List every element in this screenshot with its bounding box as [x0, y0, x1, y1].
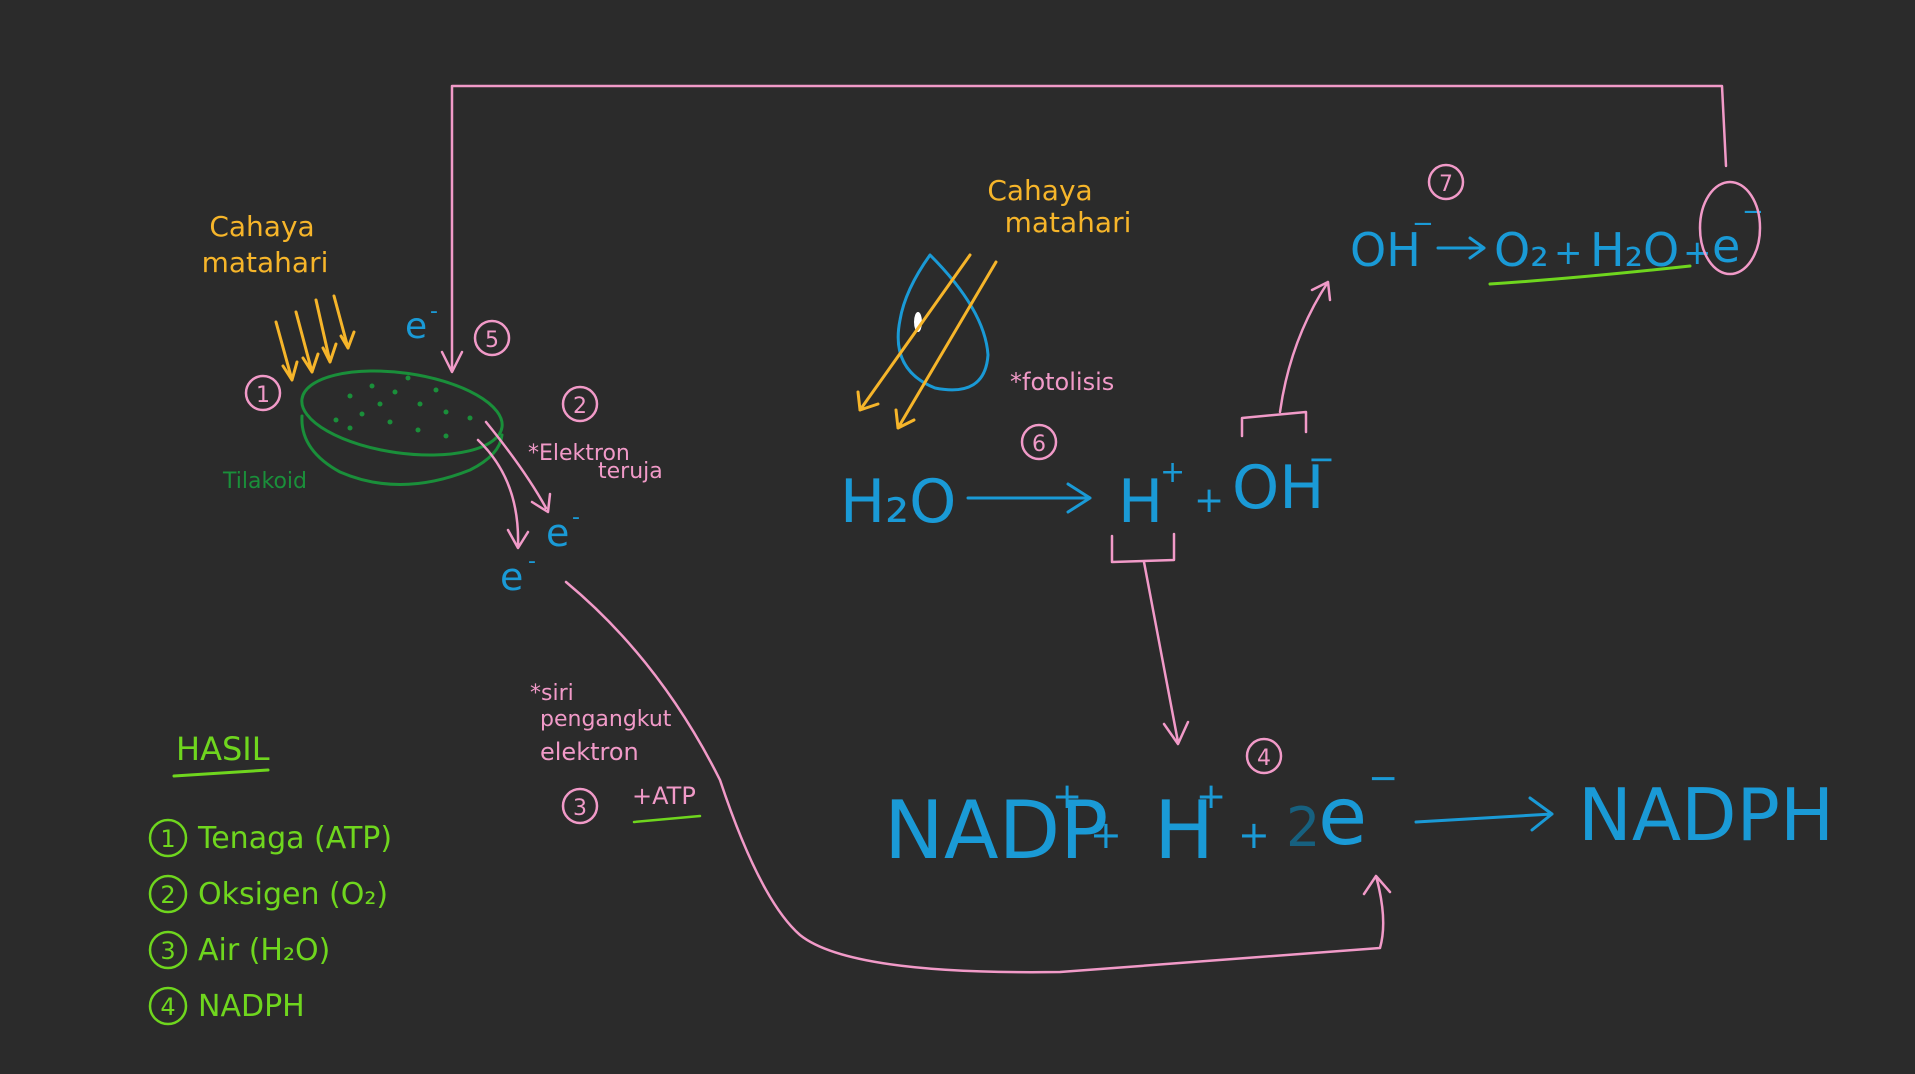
photolysis-equation: H₂O H + + OH −: [840, 440, 1335, 537]
svg-text:+: +: [1090, 813, 1122, 857]
svg-text:OH: OH: [1350, 223, 1421, 277]
svg-text:pengangkut: pengangkut: [540, 707, 672, 732]
svg-text:1: 1: [256, 383, 270, 408]
sunlight-right-line2: matahari: [1005, 206, 1132, 239]
result-number: 3: [160, 937, 175, 965]
sunlight-left-line1: Cahaya: [209, 210, 314, 243]
results-list: 1 Tenaga (ATP) 2 Oksigen (O₂) 3 Air (H₂O) 4 NAD…: [148, 818, 392, 1026]
photolysis-h: H: [1118, 467, 1163, 537]
result-number: 2: [160, 881, 175, 909]
step-1-marker: 1: [244, 374, 282, 412]
sunlight-left-line2: matahari: [202, 246, 329, 279]
step-5-marker: 5: [473, 319, 511, 357]
thylakoid-label: Tilakoid: [222, 469, 307, 494]
photolysis-note: *fotolisis: [1010, 368, 1114, 396]
result-label: Tenaga (ATP): [197, 821, 392, 856]
light-rays-icon: [856, 253, 998, 430]
atp-note: +ATP: [632, 782, 696, 810]
oxygen-equation: OH − O₂ + H₂O + e −: [1350, 180, 1764, 277]
sunlight-left: Cahaya matahari: [202, 210, 356, 382]
svg-text:O₂: O₂: [1494, 223, 1549, 277]
svg-text:4: 4: [1257, 746, 1271, 771]
result-item: 4 NADPH: [148, 986, 305, 1026]
photolysis-reactant: H₂O: [840, 467, 956, 537]
results-panel: HASIL 1 Tenaga (ATP) 2 Oksigen (O₂) 3 Air (H₂…: [148, 730, 392, 1026]
svg-text:e: e: [405, 306, 427, 347]
result-number-circle: [148, 818, 188, 858]
svg-text:6: 6: [1032, 432, 1046, 457]
result-label: Air (H₂O): [198, 933, 330, 968]
results-title-underline: [172, 768, 270, 778]
result-item: 2 Oksigen (O₂): [148, 874, 388, 914]
nadp-reactant: NADP: [884, 784, 1108, 877]
svg-text:-: -: [430, 299, 438, 324]
results-title: HASIL: [176, 730, 270, 768]
svg-text:-: -: [528, 549, 536, 574]
sun-rays-icon: [274, 294, 356, 382]
svg-text:−: −: [1308, 440, 1335, 478]
svg-text:+: +: [1160, 455, 1185, 490]
result-number: 1: [160, 825, 175, 853]
step-2-marker: 2: [561, 385, 599, 423]
thylakoid-icon: [300, 369, 504, 486]
nadp-e: e: [1318, 770, 1367, 863]
atp-underline: [632, 814, 702, 824]
electron-transport-chain-arrow: [564, 580, 1392, 974]
svg-text:e: e: [1712, 219, 1740, 273]
svg-text:5: 5: [485, 328, 499, 353]
svg-text:+: +: [1052, 776, 1082, 817]
svg-text:e: e: [500, 555, 523, 599]
svg-text:3: 3: [573, 796, 587, 821]
electron-highlight-circle: [1698, 180, 1762, 276]
result-label: NADPH: [198, 989, 305, 1024]
step-7-marker: 7: [1427, 163, 1465, 201]
result-number: 4: [160, 993, 175, 1021]
result-item: 3 Air (H₂O): [148, 930, 330, 970]
sunlight-right: Cahaya matahari: [987, 174, 1131, 239]
electron-top: e -: [405, 299, 438, 347]
nadph-product: NADPH: [1578, 773, 1834, 857]
oxygen-underline: [1488, 264, 1692, 286]
proton-arrow: [1110, 532, 1190, 746]
electron-coefficient: 2: [1286, 796, 1320, 859]
nadph-equation: NADP + + H + + 2 e − NADPH: [884, 758, 1834, 877]
sunlight-right-line1: Cahaya: [987, 174, 1092, 207]
electron-return-arrow: [440, 84, 1728, 374]
photolysis-oh: OH: [1232, 453, 1324, 523]
result-number-circle: [148, 930, 188, 970]
svg-text:+: +: [1238, 813, 1270, 857]
result-label: Oksigen (O₂): [198, 877, 388, 912]
svg-text:+: +: [1554, 233, 1583, 273]
result-number-circle: [148, 874, 188, 914]
svg-text:2: 2: [573, 394, 587, 419]
result-number-circle: [148, 986, 188, 1026]
excited-electron-note: *Elektron teruja: [528, 441, 663, 484]
step-6-marker: 6: [1020, 423, 1058, 461]
step-4-marker: 4: [1245, 737, 1283, 775]
svg-text:teruja: teruja: [598, 459, 663, 484]
svg-text:−: −: [1412, 209, 1434, 239]
svg-text:7: 7: [1439, 172, 1453, 197]
nadp-h: H: [1154, 784, 1214, 877]
svg-text:*siri: *siri: [530, 681, 574, 706]
svg-text:+: +: [1196, 776, 1226, 817]
svg-text:+: +: [1194, 480, 1224, 521]
svg-text:−: −: [1368, 758, 1398, 799]
hydroxide-arrow: [1240, 280, 1332, 438]
svg-text:*Elektron: *Elektron: [528, 441, 630, 466]
result-item: 1 Tenaga (ATP): [148, 818, 392, 858]
svg-text:e: e: [546, 511, 569, 555]
water-drop-icon: [896, 253, 990, 392]
svg-text:elektron: elektron: [540, 738, 639, 766]
svg-text:-: -: [572, 505, 580, 530]
excitation-arrows: [476, 420, 552, 550]
excited-electrons: e - e -: [500, 505, 580, 599]
step-3-marker: 3: [561, 787, 599, 825]
transport-chain-note: *siri pengangkut elektron: [530, 681, 672, 766]
